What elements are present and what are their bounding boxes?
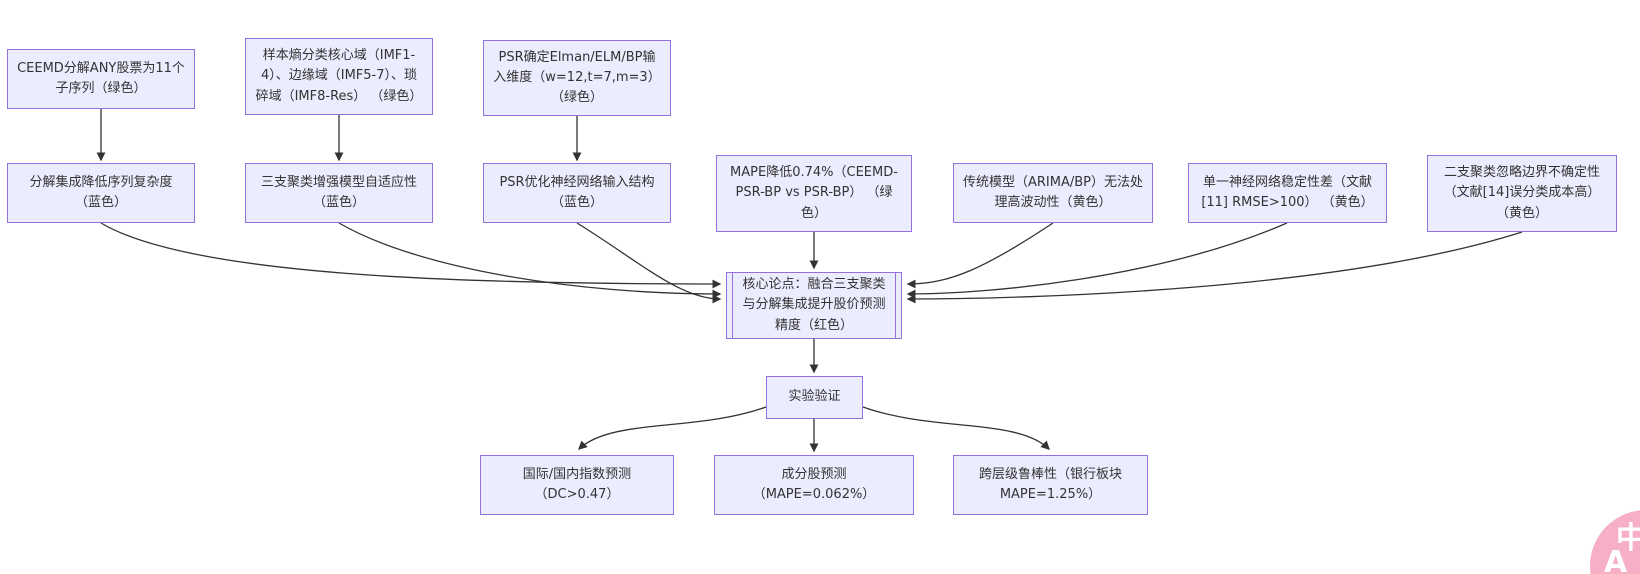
node-index-forecast: 国际/国内指数预测（DC>0.47） <box>480 455 674 515</box>
node-psr-input-dim: PSR确定Elman/ELM/BP输入维度（w=12,t=7,m=3） （绿色） <box>483 40 671 116</box>
edge-traditional-limit-to-core <box>906 222 1054 289</box>
node-label: 实验验证 <box>788 389 841 405</box>
node-label: MAPE降低0.74%（CEEMD-PSR-BP vs PSR-BP） （绿色） <box>730 165 898 221</box>
node-label: 传统模型（ARIMA/BP）无法处理高波动性（黄色） <box>963 174 1144 210</box>
node-label: 三支聚类增强模型自适应性（蓝色） <box>260 174 417 210</box>
node-label: 分解集成降低序列复杂度（蓝色） <box>29 174 173 210</box>
node-experiment: 实验验证 <box>766 376 863 419</box>
node-constituent-forecast: 成分股预测（MAPE=0.062%） <box>714 455 914 515</box>
node-label: 国际/国内指数预测（DC>0.47） <box>522 466 632 502</box>
node-label: 样本熵分类核心域（IMF1-4）、边缘域（IMF5-7）、琐碎域（IMF8-Re… <box>255 48 423 104</box>
edge-single-nn-unstable-to-core <box>906 222 1288 299</box>
node-mape-reduction: MAPE降低0.74%（CEEMD-PSR-BP vs PSR-BP） （绿色） <box>716 155 912 232</box>
node-label: CEEMD分解ANY股票为11个子序列（绿色） <box>17 60 185 96</box>
node-core-thesis: 核心论点：融合三支聚类与分解集成提升股价预测精度（红色） <box>726 272 902 339</box>
node-decomp-complexity: 分解集成降低序列复杂度（蓝色） <box>7 163 195 223</box>
node-two-way-limit: 二支聚类忽略边界不确定性（文献[14]误分类成本高）（黄色） <box>1427 155 1617 232</box>
node-label: 核心论点：融合三支聚类与分解集成提升股价预测精度（红色） <box>742 277 886 333</box>
node-label: PSR确定Elman/ELM/BP输入维度（w=12,t=7,m=3） （绿色） <box>493 49 661 106</box>
edge-experiment-to-robustness <box>862 406 1050 450</box>
node-three-way-adaptive: 三支聚类增强模型自适应性（蓝色） <box>245 163 433 223</box>
node-label: PSR优化神经网络输入结构（蓝色） <box>499 174 655 210</box>
node-psr-structure: PSR优化神经网络输入结构（蓝色） <box>483 163 671 223</box>
node-label: 成分股预测（MAPE=0.062%） <box>752 466 876 502</box>
node-ceemd-decompose: CEEMD分解ANY股票为11个子序列（绿色） <box>7 49 195 109</box>
node-traditional-limit: 传统模型（ARIMA/BP）无法处理高波动性（黄色） <box>953 163 1153 223</box>
latin-glyph-icon: A <box>1604 545 1628 574</box>
chinese-glyph-icon: 中 <box>1616 521 1640 556</box>
edge-experiment-to-index-forecast <box>578 406 767 450</box>
edge-two-way-limit-to-core <box>906 231 1523 304</box>
edge-decomp-complexity-to-core <box>100 222 722 289</box>
edge-three-way-adaptive-to-core <box>338 222 722 299</box>
node-label: 跨层级鲁棒性（银行板块MAPE=1.25%） <box>978 466 1122 502</box>
node-single-nn-unstable: 单一神经网络稳定性差（文献[11] RMSE>100） （黄色） <box>1188 163 1387 223</box>
node-label: 二支聚类忽略边界不确定性（文献[14]误分类成本高）（黄色） <box>1443 165 1601 221</box>
node-robustness: 跨层级鲁棒性（银行板块MAPE=1.25%） <box>953 455 1148 515</box>
node-label: 单一神经网络稳定性差（文献[11] RMSE>100） （黄色） <box>1201 174 1374 210</box>
edge-psr-structure-to-core <box>576 222 722 304</box>
node-sample-entropy: 样本熵分类核心域（IMF1-4）、边缘域（IMF5-7）、琐碎域（IMF8-Re… <box>245 38 433 115</box>
translate-badge-button[interactable]: 中 A <box>1590 510 1640 574</box>
